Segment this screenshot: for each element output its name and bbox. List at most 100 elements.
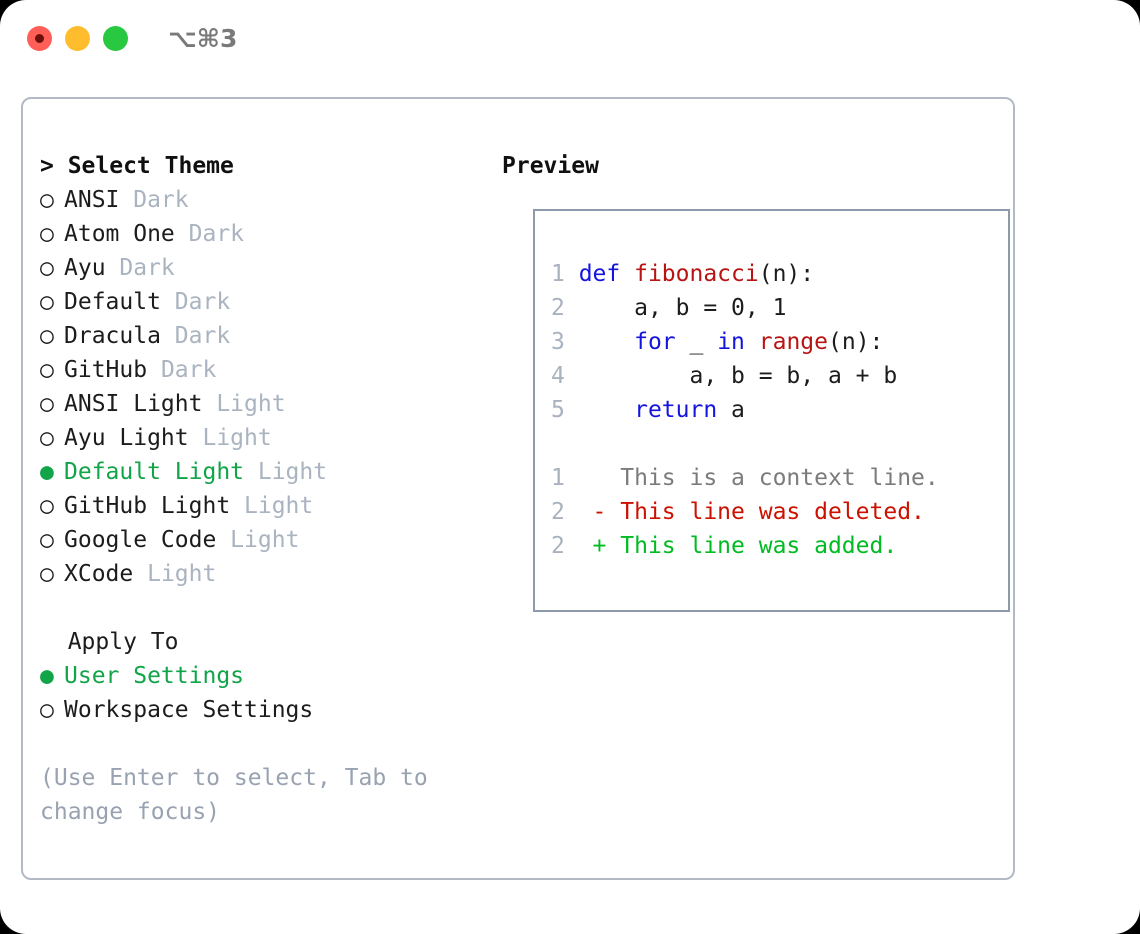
theme-option-default[interactable]: ○ Default Dark bbox=[40, 285, 480, 319]
theme-variant-tag: Dark bbox=[105, 255, 175, 281]
code-token-kw: in bbox=[717, 329, 745, 355]
theme-variant-tag: Dark bbox=[160, 323, 231, 349]
line-number: 4 bbox=[551, 363, 579, 389]
theme-option-github-light[interactable]: ○GitHub Light Light bbox=[40, 489, 480, 523]
code-line: 1 This is a context line. bbox=[551, 461, 939, 495]
keyboard-hint-text: (Use Enter to select, Tab to change focu… bbox=[40, 765, 442, 825]
theme-variant-tag: Light bbox=[202, 391, 286, 417]
theme-variant-tag: Light bbox=[188, 425, 272, 451]
select-theme-header: > Select Theme bbox=[40, 153, 234, 179]
line-number: 1 bbox=[551, 465, 579, 491]
close-button-icon[interactable] bbox=[27, 26, 52, 51]
code-token-fn: fibonacci bbox=[634, 261, 759, 287]
radio-unselected-icon: ○ bbox=[40, 187, 54, 213]
theme-option-label: GitHub bbox=[64, 357, 148, 383]
theme-option-label: Ayu Light bbox=[64, 425, 189, 451]
preview-header: Preview bbox=[502, 153, 599, 179]
radio-unselected-icon: ○ bbox=[40, 697, 54, 723]
line-number: 2 bbox=[551, 533, 579, 559]
theme-option-label: Default Light bbox=[64, 459, 245, 485]
theme-option-dracula[interactable]: ○ Dracula Dark bbox=[40, 319, 480, 353]
code-token-plain: (n): bbox=[828, 329, 884, 355]
radio-selected-icon: ● bbox=[40, 663, 54, 689]
code-token-kw: def bbox=[578, 261, 635, 287]
theme-variant-tag: Dark bbox=[160, 289, 231, 315]
code-line: 2 - This line was deleted. bbox=[551, 495, 939, 529]
theme-option-label: Google Code bbox=[64, 527, 217, 553]
theme-option-label: ANSI Light bbox=[64, 391, 203, 417]
apply-to-option-workspace-settings[interactable]: ○ Workspace Settings bbox=[40, 693, 480, 727]
code-token-plain bbox=[579, 397, 634, 423]
theme-option-xcode[interactable]: ○XCode Light bbox=[40, 557, 480, 591]
radio-unselected-icon: ○ bbox=[40, 323, 54, 349]
theme-variant-tag: Dark bbox=[147, 357, 217, 383]
minimize-button-icon[interactable] bbox=[65, 26, 90, 51]
theme-option-label: XCode bbox=[64, 561, 134, 587]
code-token-ctx: This is a context line. bbox=[578, 465, 939, 491]
code-line: 3 for _ in range(n): bbox=[551, 325, 939, 359]
keyboard-shortcut-label: ⌥⌘3 bbox=[168, 24, 238, 53]
maximize-button-icon[interactable] bbox=[103, 26, 128, 51]
preview-pane: Preview 1 def fibonacci(n):2 a, b = 0, 1… bbox=[502, 149, 1010, 612]
code-token-plain: a, b = b, a + b bbox=[578, 363, 898, 389]
radio-unselected-icon: ○ bbox=[40, 527, 54, 553]
theme-option-ayu[interactable]: ○ Ayu Dark bbox=[40, 251, 480, 285]
code-blank-line bbox=[551, 427, 939, 461]
theme-option-default-light[interactable]: ● Default Light Light bbox=[40, 455, 480, 489]
radio-selected-icon: ● bbox=[40, 459, 54, 485]
apply-to-option-user-settings[interactable]: ● User Settings bbox=[40, 659, 480, 693]
theme-variant-tag: Dark bbox=[119, 187, 189, 213]
code-token-plain bbox=[579, 329, 634, 355]
code-token-plain: _ bbox=[675, 329, 718, 355]
theme-option-label: Default bbox=[64, 289, 161, 315]
theme-option-github[interactable]: ○ GitHub Dark bbox=[40, 353, 480, 387]
radio-unselected-icon: ○ bbox=[40, 221, 54, 247]
line-number: 2 bbox=[551, 499, 579, 525]
code-token-del: - This line was deleted. bbox=[578, 499, 925, 525]
radio-unselected-icon: ○ bbox=[40, 289, 54, 315]
theme-option-ansi[interactable]: ○ ANSI Dark bbox=[40, 183, 480, 217]
theme-option-label: Atom One bbox=[64, 221, 175, 247]
line-number: 2 bbox=[551, 295, 579, 321]
radio-unselected-icon: ○ bbox=[40, 425, 54, 451]
theme-option-atom-one[interactable]: ○ Atom One Dark bbox=[40, 217, 480, 251]
code-token-add: + This line was added. bbox=[578, 533, 898, 559]
apply-to-option-label: Workspace Settings bbox=[64, 697, 314, 723]
code-token-kw: for bbox=[634, 329, 676, 355]
apply-to-header: Apply To bbox=[40, 629, 179, 655]
code-token-plain: a bbox=[717, 397, 745, 423]
line-number: 3 bbox=[551, 329, 579, 355]
theme-variant-tag: Light bbox=[230, 493, 314, 519]
code-token-plain: (n): bbox=[758, 261, 815, 287]
theme-selection-pane: > Select Theme ○ANSI Dark○Atom One Dark○… bbox=[40, 149, 480, 829]
theme-list: ○ ANSI Dark ○ Atom One Dark ○ Ayu Dark ○ Defaul… bbox=[40, 183, 480, 591]
code-token-plain: a, b = 0, 1 bbox=[578, 295, 787, 321]
radio-unselected-icon: ○ bbox=[40, 493, 54, 519]
theme-variant-tag: Dark bbox=[174, 221, 245, 247]
apply-to-option-label: User Settings bbox=[64, 663, 245, 689]
theme-option-label: Dracula bbox=[64, 323, 161, 349]
line-number: 1 bbox=[551, 261, 579, 287]
theme-option-label: ANSI bbox=[64, 187, 120, 213]
code-line: 2 a, b = 0, 1 bbox=[551, 291, 939, 325]
apply-to-list: ● User Settings ○ Workspace Settings bbox=[40, 659, 480, 727]
line-number: 5 bbox=[551, 397, 579, 423]
code-token-fn: range bbox=[758, 329, 828, 355]
code-token-kw: return bbox=[634, 397, 718, 423]
radio-unselected-icon: ○ bbox=[40, 561, 54, 587]
theme-option-ansi-light[interactable]: ○ ANSI Light Light bbox=[40, 387, 480, 421]
radio-unselected-icon: ○ bbox=[40, 255, 54, 281]
radio-unselected-icon: ○ bbox=[40, 357, 54, 383]
radio-unselected-icon: ○ bbox=[40, 391, 54, 417]
code-line: 5 return a bbox=[551, 393, 939, 427]
theme-option-google-code[interactable]: ○ Google Code Light bbox=[40, 523, 480, 557]
code-token-plain bbox=[745, 329, 759, 355]
theme-variant-tag: Light bbox=[216, 527, 300, 553]
theme-option-ayu-light[interactable]: ○ Ayu Light Light bbox=[40, 421, 480, 455]
theme-picker-card: > Select Theme ○ANSI Dark○Atom One Dark○… bbox=[21, 97, 1015, 880]
theme-variant-tag: Light bbox=[244, 459, 328, 485]
theme-option-label: Ayu bbox=[64, 255, 106, 281]
